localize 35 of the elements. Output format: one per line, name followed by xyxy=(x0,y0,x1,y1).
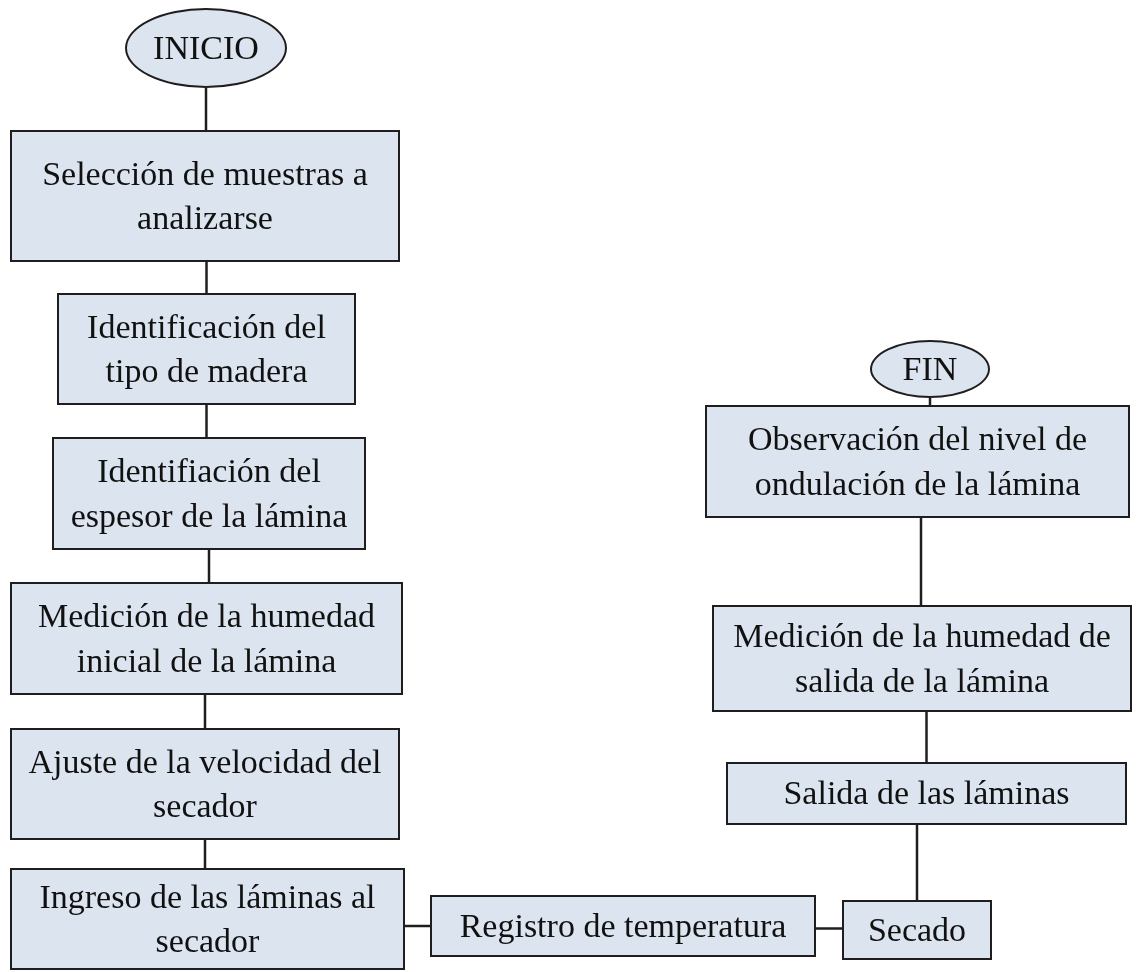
step-label: Medición de la humedad inicial de la lámina xyxy=(36,596,377,681)
connector-line xyxy=(207,550,211,582)
process-box xyxy=(10,728,400,840)
connector-line xyxy=(205,405,208,437)
connector-line xyxy=(405,924,430,928)
step-label: Registro de temperatura xyxy=(459,905,787,946)
step-label: Secado xyxy=(867,909,967,950)
connector-line xyxy=(915,825,919,900)
step-label: FIN xyxy=(902,348,958,389)
connector-line xyxy=(204,88,208,130)
connector-line xyxy=(919,518,923,605)
step-label: Salida de las láminas xyxy=(783,773,1070,814)
process-box xyxy=(10,582,403,695)
process-box xyxy=(705,405,1130,518)
step-label: Observación del nivel de ondulación de la lámina xyxy=(747,419,1088,504)
process-box xyxy=(430,895,816,957)
step-label: Ajuste de la velocidad del secador xyxy=(27,741,383,826)
connector-line xyxy=(205,262,208,293)
step-label: Medición de la humedad de salida de la lámina xyxy=(732,616,1112,701)
step-label: Selección de muestras a analizarse xyxy=(41,153,369,238)
connector-line xyxy=(816,927,842,930)
process-box xyxy=(57,293,356,405)
step-label: INICIO xyxy=(153,27,259,68)
process-box xyxy=(10,868,405,970)
step-label: Ingreso de las láminas al secador xyxy=(38,876,377,961)
process-box xyxy=(10,130,400,262)
step-label: Identifiación del espesor de la lámina xyxy=(69,451,349,536)
process-box xyxy=(52,437,366,550)
process-box xyxy=(842,900,992,960)
process-box xyxy=(726,762,1127,825)
connector-line xyxy=(203,840,207,868)
connector-line xyxy=(203,695,207,728)
connector-line xyxy=(925,712,928,762)
process-box xyxy=(712,605,1132,712)
step-label: Identificación del tipo de madera xyxy=(86,306,327,391)
